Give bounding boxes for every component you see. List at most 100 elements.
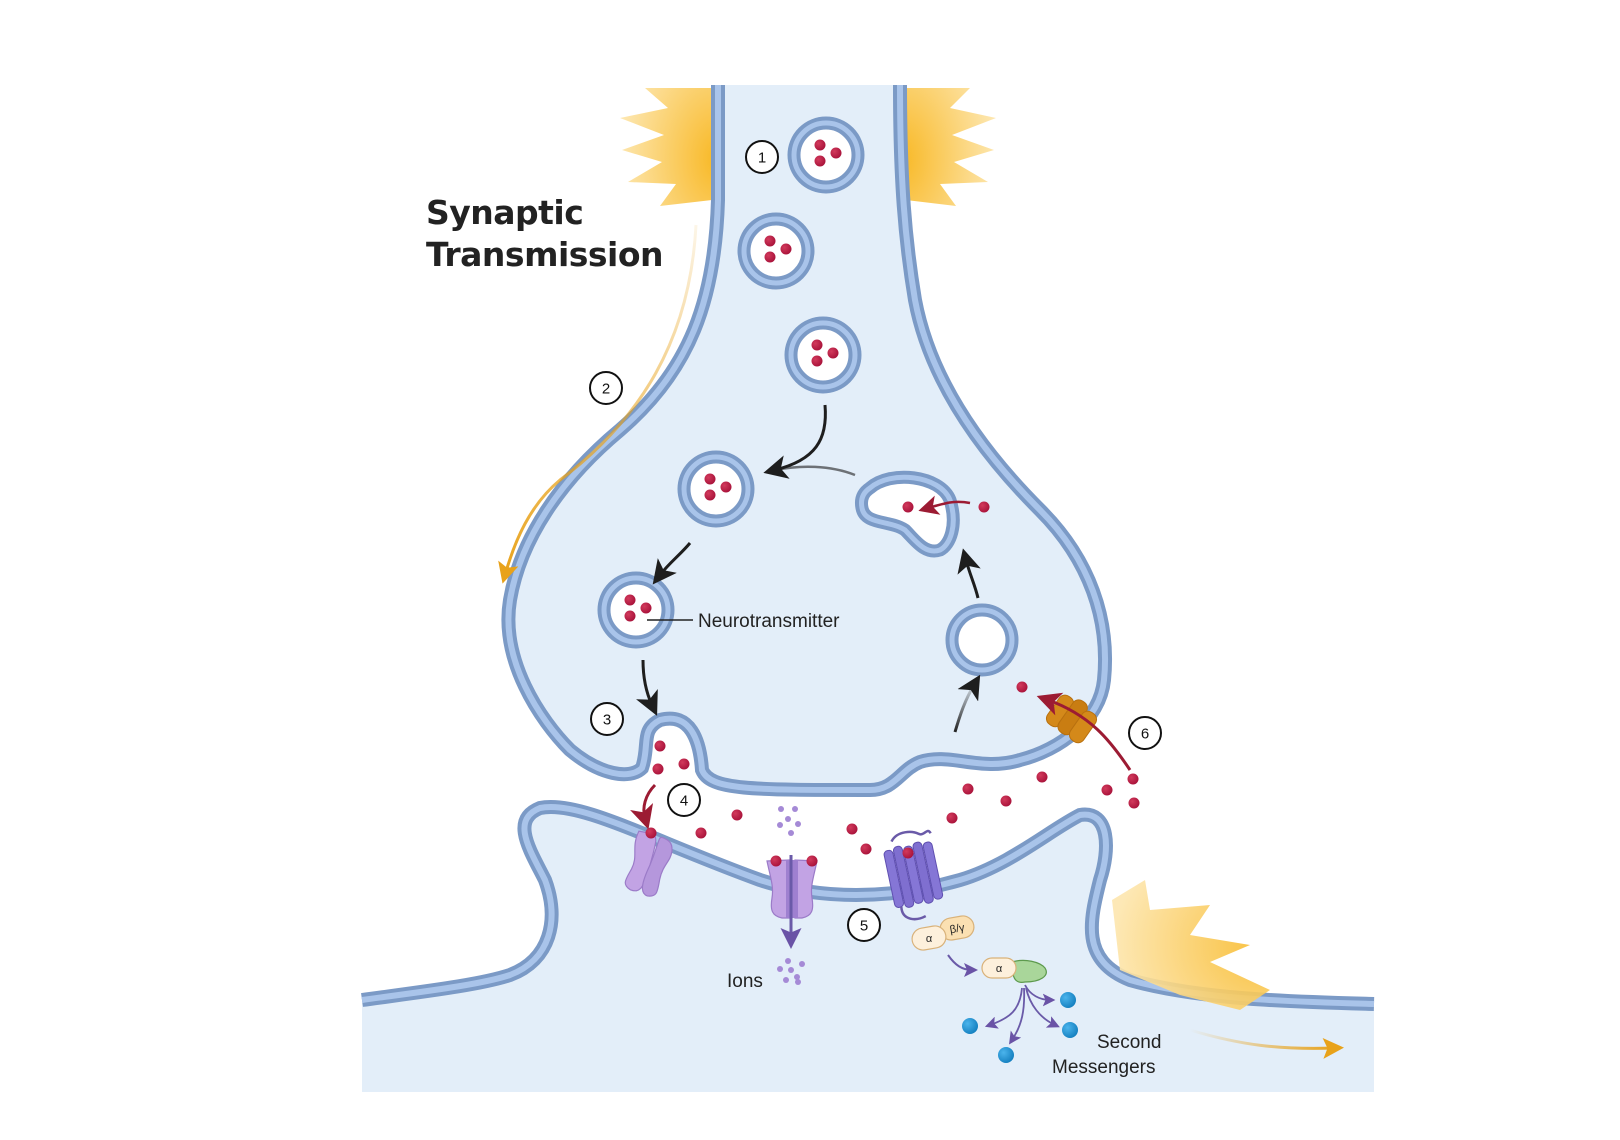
ion-particle bbox=[794, 974, 800, 980]
reuptake-arrow bbox=[1036, 692, 1132, 771]
arrow-to-endosome bbox=[957, 548, 981, 599]
neurotransmitter-molecule bbox=[814, 139, 826, 151]
neurotransmitter-molecule bbox=[830, 147, 842, 159]
ion-particle bbox=[777, 822, 783, 828]
arrow-dock-2 bbox=[652, 542, 692, 585]
neurotransmitter-molecule bbox=[946, 812, 958, 824]
neurotransmitter-molecule bbox=[652, 763, 664, 775]
release-arrow bbox=[630, 783, 657, 830]
ion-particle bbox=[788, 830, 794, 836]
ion-particle bbox=[788, 967, 794, 973]
title-line-1: Synaptic bbox=[426, 193, 584, 232]
arrow-endocytosis bbox=[953, 674, 981, 733]
neurotransmitter-molecule bbox=[624, 594, 636, 606]
ion-particle bbox=[799, 961, 805, 967]
neurotransmitter-molecule bbox=[695, 827, 707, 839]
synaptic-vesicle bbox=[597, 571, 675, 649]
neurotransmitter-molecule bbox=[704, 489, 716, 501]
neurotransmitter-molecule bbox=[645, 827, 657, 839]
neurotransmitter-molecule bbox=[827, 347, 839, 359]
step-marker-1: 1 bbox=[745, 140, 779, 174]
neurotransmitter-molecule bbox=[1000, 795, 1012, 807]
action-potential-arrow bbox=[498, 224, 698, 584]
neurotransmitter-molecule bbox=[811, 339, 823, 351]
ion-particle bbox=[778, 806, 784, 812]
neurotransmitter-label: Neurotransmitter bbox=[698, 611, 840, 632]
neurotransmitter-molecule bbox=[624, 610, 636, 622]
step-marker-4: 4 bbox=[667, 783, 701, 817]
step-marker-2: 2 bbox=[589, 371, 623, 405]
arrow-recycle-join bbox=[774, 465, 856, 477]
action-potential-spark-right bbox=[900, 88, 996, 230]
neurotransmitter-molecule bbox=[704, 473, 716, 485]
second-messenger-molecule bbox=[962, 1018, 978, 1034]
arrow-dock-1 bbox=[763, 404, 827, 479]
neurotransmitter-molecule bbox=[770, 855, 782, 867]
step-marker-5: 5 bbox=[847, 908, 881, 942]
neurotransmitter-molecule bbox=[780, 243, 792, 255]
neurotransmitter-molecule bbox=[902, 501, 914, 513]
second-messenger-molecule bbox=[1060, 992, 1076, 1008]
ion-particle bbox=[795, 821, 801, 827]
ion-particle bbox=[785, 816, 791, 822]
neurotransmitter-molecule bbox=[764, 235, 776, 247]
empty-vesicle bbox=[945, 603, 1019, 677]
step-number: 5 bbox=[860, 918, 868, 935]
second-messenger-arrows bbox=[984, 984, 1060, 1045]
presynaptic-terminal bbox=[501, 84, 1112, 798]
neurotransmitter-molecule bbox=[720, 481, 732, 493]
postsynaptic-signal-arrow bbox=[1189, 1028, 1344, 1059]
action-potential-spark-left bbox=[620, 88, 718, 230]
second-messenger-molecule bbox=[998, 1047, 1014, 1063]
g-protein-complex: β/γ α bbox=[911, 915, 975, 951]
postsynaptic-spark bbox=[1112, 880, 1270, 1010]
second-messenger-molecule bbox=[1062, 1022, 1078, 1038]
title-line-2: Transmission bbox=[426, 235, 664, 274]
neurotransmitter-molecule bbox=[811, 355, 823, 367]
neurotransmitter-molecule bbox=[764, 251, 776, 263]
ion-channel-receptor bbox=[766, 859, 818, 919]
neurotransmitter-molecule bbox=[1016, 681, 1028, 693]
step-number: 6 bbox=[1141, 726, 1149, 743]
neurotransmitter-molecule bbox=[1036, 771, 1048, 783]
neurotransmitter-molecule bbox=[1128, 797, 1140, 809]
step-number: 3 bbox=[603, 712, 611, 729]
ion-particle bbox=[777, 966, 783, 972]
step-marker-3: 3 bbox=[590, 702, 624, 736]
ion-particle bbox=[783, 977, 789, 983]
g-alpha-label: α bbox=[926, 933, 933, 945]
neurotransmitter-molecule bbox=[731, 809, 743, 821]
postsynaptic-neuron bbox=[361, 800, 1375, 1092]
step-number: 4 bbox=[680, 793, 688, 810]
neurotransmitter-molecule bbox=[1101, 784, 1113, 796]
ions-label: Ions bbox=[727, 971, 763, 992]
synaptic-vesicle bbox=[784, 316, 862, 394]
neurotransmitter-molecule bbox=[962, 783, 974, 795]
vesicle-cycle-arrows bbox=[636, 404, 981, 733]
synaptic-vesicle bbox=[737, 212, 815, 290]
neurotransmitter-molecule bbox=[678, 758, 690, 770]
step-number: 2 bbox=[602, 381, 610, 398]
neurotransmitter-molecule bbox=[1127, 773, 1139, 785]
neurotransmitter-molecule bbox=[978, 501, 990, 513]
neurotransmitter-molecule bbox=[806, 855, 818, 867]
synaptic-vesicle bbox=[787, 116, 865, 194]
g-alpha-active-label: α bbox=[996, 963, 1003, 975]
arrow-dock-3 bbox=[636, 659, 658, 716]
second-messengers-label-line2: Messengers bbox=[1052, 1057, 1156, 1078]
neurotransmitter-molecule bbox=[846, 823, 858, 835]
second-messengers-label-line1: Second bbox=[1097, 1032, 1161, 1053]
effector-enzyme: α bbox=[981, 957, 1047, 983]
step-number: 1 bbox=[758, 150, 766, 167]
neurotransmitter-molecule bbox=[860, 843, 872, 855]
ion-particle bbox=[785, 958, 791, 964]
ionotropic-receptor-left bbox=[624, 830, 673, 897]
g-protein-activation-arrow bbox=[947, 954, 978, 977]
ion-particle bbox=[795, 979, 801, 985]
ion-particle bbox=[792, 806, 798, 812]
neurotransmitter-molecule bbox=[654, 740, 666, 752]
neurotransmitter-molecule bbox=[640, 602, 652, 614]
neurotransmitter-molecule bbox=[814, 155, 826, 167]
diagram-title: Synaptic Transmission bbox=[426, 192, 664, 276]
